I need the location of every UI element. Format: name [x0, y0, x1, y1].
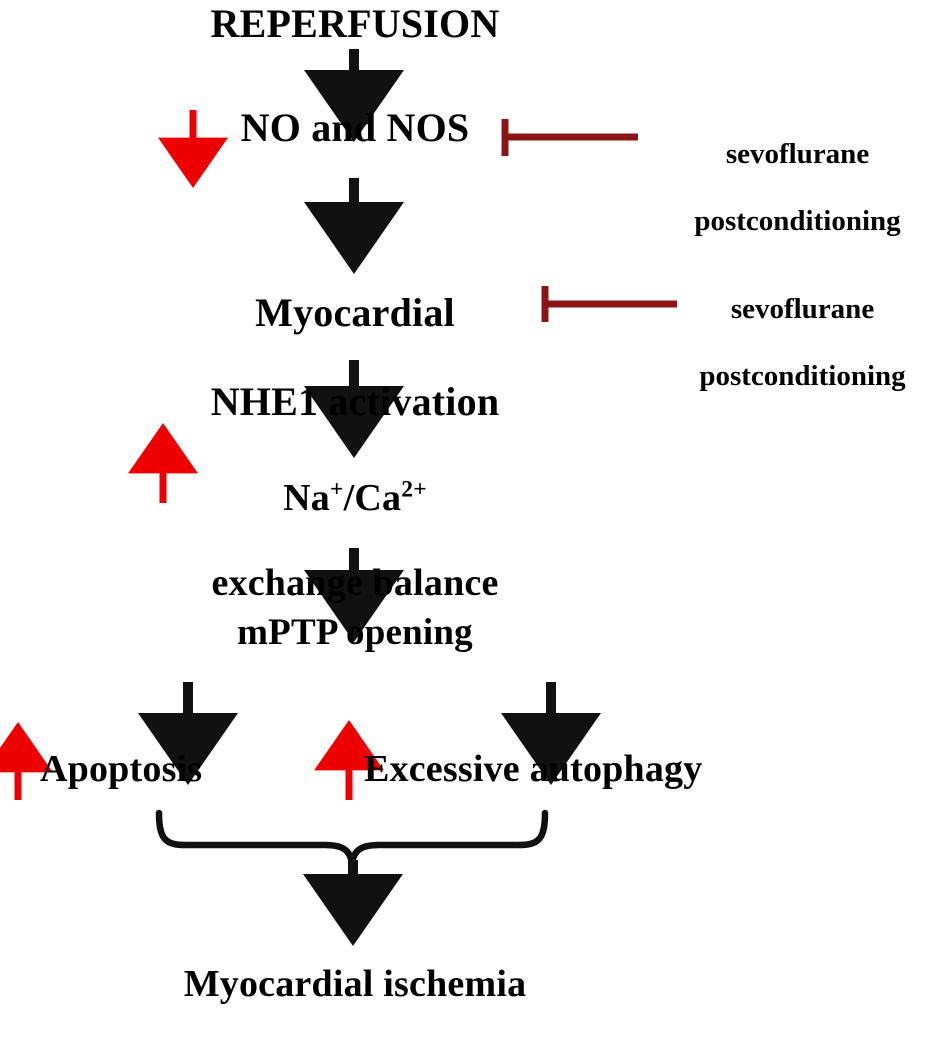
inhibitor-1-label: sevoflurane postconditioning	[655, 105, 940, 272]
node-apoptosis: Apoptosis	[40, 748, 203, 790]
node-no-and-nos: NO and NOS	[240, 105, 470, 150]
node-reperfusion: REPERFUSION	[210, 1, 500, 46]
node-outcome-line1: Myocardial ischemia	[183, 962, 527, 1005]
node-exchange-line1: Na+/Ca2+	[0, 477, 710, 520]
inhibitor-2-label: sevoflurane postconditioning	[660, 260, 945, 427]
node-nhe1-line2: NHE1 activation	[210, 379, 500, 425]
exchange-separator: /Ca	[343, 476, 402, 519]
inhibitor-2-line2: postconditioning	[699, 360, 906, 393]
node-exchange-line2: exchange balance	[211, 561, 499, 604]
inhibitor-1-line2: postconditioning	[694, 205, 901, 238]
inhibitor-2-line1: sevoflurane	[730, 293, 875, 326]
node-nhe1-line1: Myocardial	[255, 289, 455, 335]
ca-charge: 2+	[401, 475, 427, 502]
node-myocardial-ischemia-reperfusion-injury: Myocardial ischemia reperfusion injury	[0, 920, 710, 1043]
node-mptp-opening: mPTP opening	[237, 612, 473, 653]
na-label: Na	[283, 476, 330, 519]
na-charge: +	[330, 475, 344, 502]
node-nhe1-activation: Myocardial NHE1 activation	[0, 246, 710, 470]
node-na-ca-exchange: Na+/Ca2+ exchange balance	[0, 434, 710, 647]
node-excessive-autophagy: Excessive autophagy	[364, 748, 703, 790]
convergence-brace	[155, 809, 549, 864]
inhibitor-1-line1: sevoflurane	[725, 138, 870, 171]
